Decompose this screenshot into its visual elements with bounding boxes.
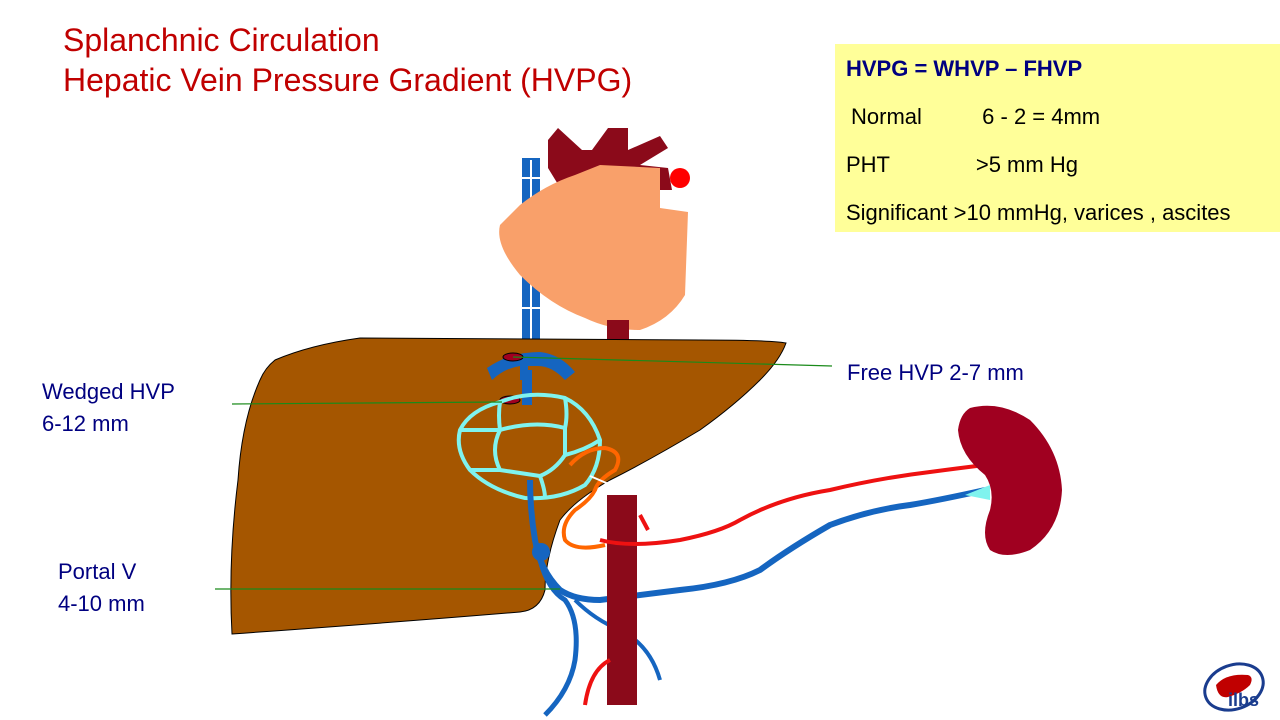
splenic-artery (599, 463, 986, 546)
hvpg-formula: HVPG = WHVP – FHVP (846, 56, 1083, 81)
significant-row: Significant >10 mmHg, varices , ascites (846, 200, 1231, 225)
free-hvp-label: Free HVP 2-7 mm (847, 360, 1024, 385)
slide-title: Splanchnic Circulation Hepatic Vein Pres… (63, 20, 632, 100)
normal-value: 6 - 2 = 4mm (982, 104, 1101, 129)
portal-vein-junction (532, 543, 550, 561)
wedged-hvp-title: Wedged HVP (42, 379, 175, 404)
logo-text: ilbs (1228, 690, 1260, 710)
white-divider-line (589, 475, 633, 495)
spleen (958, 405, 1062, 555)
title-line-1: Splanchnic Circulation (63, 22, 380, 58)
title-line-2: Hepatic Vein Pressure Gradient (HVPG) (63, 62, 633, 98)
aortic-opening (670, 168, 690, 188)
superior-mesenteric-vein (537, 559, 579, 717)
liver (230, 337, 787, 635)
normal-label: Normal (851, 104, 922, 129)
pht-label: PHT (846, 152, 890, 177)
wedged-hvp-pointer (231, 401, 503, 405)
liver-logo-icon (1203, 662, 1265, 712)
mesenteric-artery (583, 658, 611, 706)
hepatic-artery-in-liver (561, 445, 621, 550)
portal-v-title: Portal V (58, 559, 137, 584)
aorta-lower (607, 495, 637, 705)
wedged-hvp-label: Wedged HVP 6-12 mm (42, 376, 175, 440)
portal-v-label: Portal V 4-10 mm (58, 556, 145, 620)
pht-row: PHT >5 mm Hg (846, 152, 1078, 178)
wedged-hvp-value: 6-12 mm (42, 411, 129, 436)
splenic-hilum (965, 485, 990, 500)
heart (499, 165, 688, 330)
sinusoid-network (456, 392, 602, 501)
normal-row: Normal 6 - 2 = 4mm (851, 104, 1100, 130)
central-vein (522, 370, 532, 405)
artery-branch (638, 514, 650, 531)
portal-v-value: 4-10 mm (58, 591, 145, 616)
portal-splenic-vein (527, 479, 986, 604)
hvpg-info-box: HVPG = WHVP – FHVP Normal 6 - 2 = 4mm PH… (835, 44, 1280, 232)
free-hvp-pointer (512, 356, 833, 367)
pht-value: >5 mm Hg (975, 152, 1078, 177)
